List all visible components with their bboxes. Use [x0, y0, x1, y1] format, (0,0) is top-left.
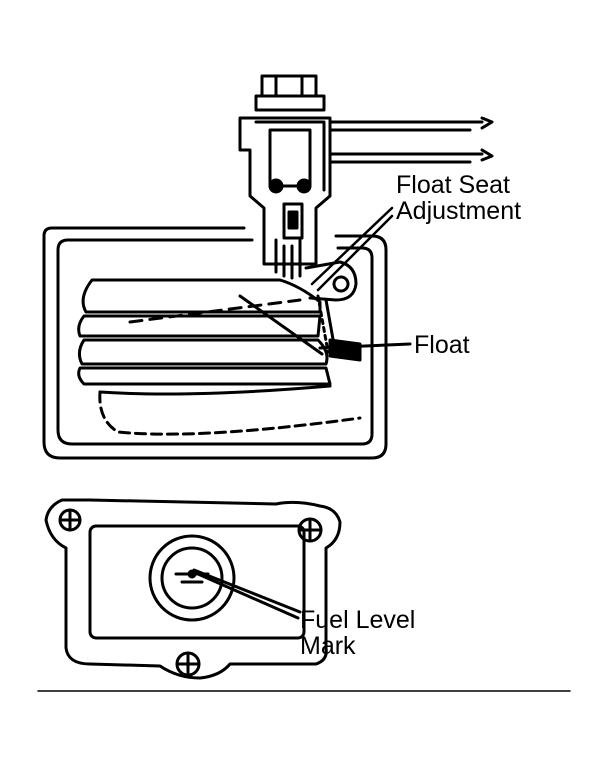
fuel-level-mark-label: Fuel Level Mark: [300, 607, 415, 659]
screw-left: [58, 508, 82, 532]
float-seat-leader-2: [316, 214, 394, 292]
float-leader: [318, 342, 412, 350]
fuel-level-mark-line-1: Fuel Level: [300, 606, 416, 634]
fuel-level-leader: [196, 572, 300, 620]
float-chamber-section: [42, 74, 494, 460]
float-seat-leader: [310, 206, 394, 286]
float-label: Float: [414, 332, 470, 358]
float-seat-adjustment-label: Float Seat Adjustment: [396, 172, 521, 224]
cover-plate-inner: [88, 524, 306, 640]
needle-valve-body: [238, 74, 332, 280]
fuel-level-mark-line-2: Mark: [300, 632, 356, 660]
float-seat-adjustment-line-2: Adjustment: [396, 197, 522, 225]
sight-glass-outer: [148, 534, 236, 622]
chamber-housing-outer: [42, 226, 388, 460]
screw-bottom: [175, 651, 201, 677]
screw-right: [297, 517, 323, 543]
float: [77, 278, 362, 436]
sight-glass-inner: [160, 546, 224, 610]
sight-glass-cover: [44, 498, 342, 680]
chamber-housing-inner: [56, 238, 374, 446]
float-seat-adjustment-line-1: Float Seat: [396, 171, 510, 199]
fuel-lines: [328, 116, 494, 164]
cover-plate-outer: [44, 498, 342, 680]
float-label-text: Float: [414, 331, 470, 359]
